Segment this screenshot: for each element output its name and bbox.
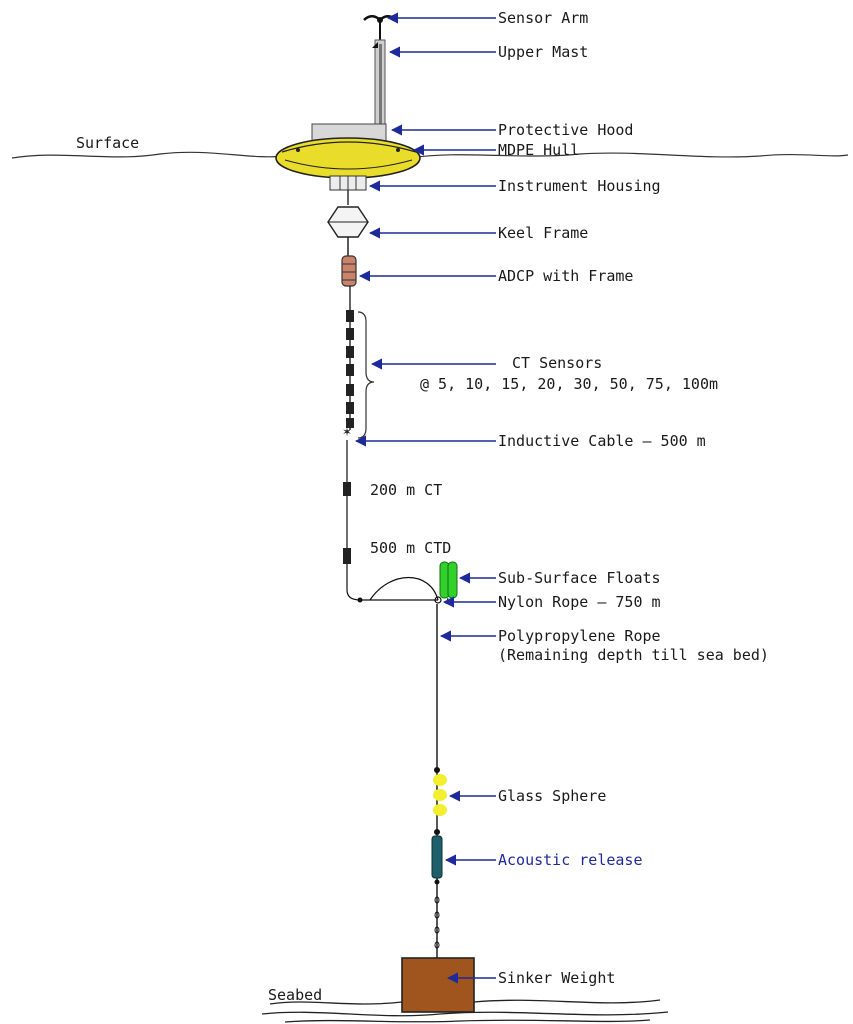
protective-hood-label: Protective Hood: [498, 121, 633, 139]
seabed-label: Seabed: [268, 986, 322, 1004]
ctd-500-label: 500 m CTD: [370, 539, 451, 557]
inductive-cable-label: Inductive Cable — 500 m: [498, 432, 706, 450]
adcp-with-frame: [341, 255, 357, 287]
nylon-rope-label: Nylon Rope — 750 m: [498, 593, 661, 611]
instrument-housing: [329, 175, 367, 205]
cable-connector: ✶: [342, 425, 352, 439]
acoustic-release-unit: [431, 829, 443, 885]
polypropylene-rope-label: Polypropylene Rope: [498, 627, 661, 645]
surface-label: Surface: [76, 134, 139, 152]
adcp-label: ADCP with Frame: [498, 267, 633, 285]
anchor-chain: [434, 884, 440, 958]
leader-lines: [354, 12, 496, 984]
ctd-500-sensor: [343, 548, 351, 564]
mdpe-hull-label: MDPE Hull: [498, 141, 579, 159]
ct-sensors-label: CT Sensors: [512, 354, 602, 372]
upper-mast-label: Upper Mast: [498, 43, 588, 61]
sensor-arm: [363, 15, 397, 40]
keel-frame: [327, 206, 369, 256]
instrument-housing-label: Instrument Housing: [498, 177, 661, 195]
sinker-weight: [401, 957, 475, 1013]
ct-200-label: 200 m CT: [370, 481, 442, 499]
glass-sphere-label: Glass Sphere: [498, 787, 606, 805]
subsurface-floats-label: Sub-Surface Floats: [498, 569, 661, 587]
ct-sensor-blocks: [346, 310, 354, 428]
ct-sensors-brace: [357, 311, 375, 439]
upper-mast: [372, 39, 386, 127]
keel-frame-label: Keel Frame: [498, 224, 588, 242]
mdpe-hull: [275, 137, 421, 179]
sea-surface-line: [11, 151, 849, 159]
acoustic-release-label: Acoustic release: [498, 851, 643, 869]
glass-sphere-floats: [433, 774, 447, 816]
ct-depths-label: @ 5, 10, 15, 20, 30, 50, 75, 100m: [420, 375, 718, 393]
sinker-weight-label: Sinker Weight: [498, 969, 615, 987]
sensor-arm-label: Sensor Arm: [498, 9, 588, 27]
polypropylene-note-label: (Remaining depth till sea bed): [498, 646, 769, 664]
subsurface-floats: [439, 561, 458, 605]
nylon-rope-loop: [369, 577, 439, 601]
seabed-lines: [261, 999, 669, 1023]
ct-200-sensor: [343, 482, 351, 496]
